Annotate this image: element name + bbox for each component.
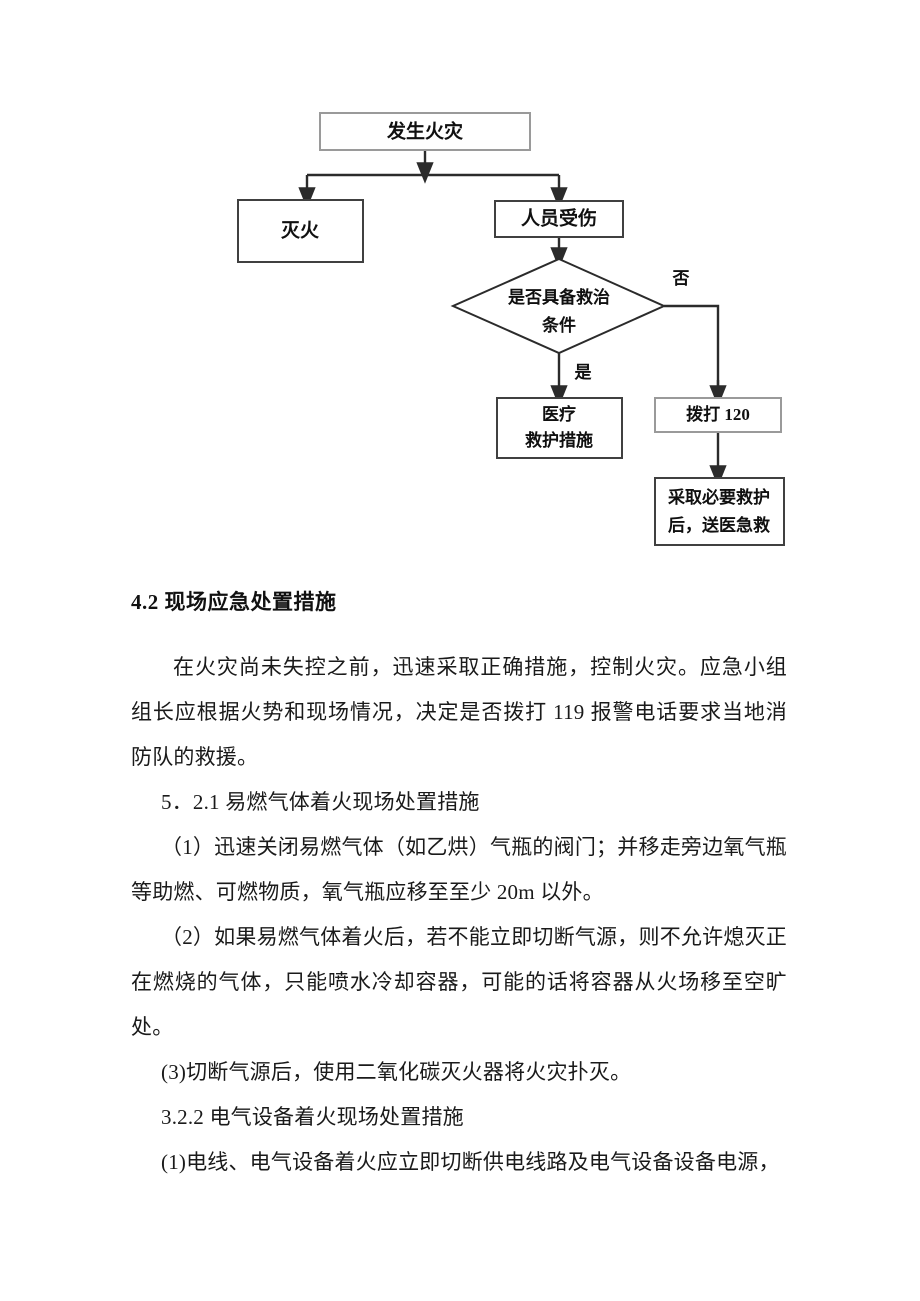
flow-node-decision-label-line2: 条件	[541, 315, 576, 335]
flow-node-transport-label-line1: 采取必要救护	[667, 487, 770, 507]
flow-node-fire-label: 发生火灾	[386, 119, 463, 142]
edge-decision-no-to-call120	[664, 304, 720, 396]
paragraph-electrical-item-1: (1)电线、电气设备着火应立即切断供电线路及电气设备设备电源，	[161, 1150, 780, 1174]
paragraph-intro: 在火灾尚未失控之前，迅速采取正确措施，控制火灾。应急小组组长应根据火势和现场情况…	[131, 655, 787, 769]
flow-node-injured-label: 人员受伤	[521, 206, 597, 229]
subsection-heading-3-2-2: 3.2.2 电气设备着火现场处置措施	[161, 1105, 464, 1129]
subsection-heading-5-2-1: 5．2.1 易燃气体着火现场处置措施	[161, 790, 480, 814]
flow-node-injured	[494, 200, 624, 238]
flow-edge-label-no: 否	[672, 269, 690, 288]
section-heading: 4.2 现场应急处置措施	[131, 590, 337, 614]
paragraph-item-3: (3)切断气源后，使用二氧化碳灭火器将火灾扑灭。	[161, 1060, 632, 1084]
flow-node-decision-label-line1: 是否具备救治	[508, 287, 610, 307]
flow-node-medical-label-line1: 医疗	[542, 404, 576, 424]
paragraph-item-1: （1）迅速关闭易燃气体（如乙烘）气瓶的阀门；并移走旁边氧气瓶等助燃、可燃物质，氧…	[131, 835, 787, 904]
flow-node-transport	[654, 477, 785, 546]
flow-node-extinguish	[237, 199, 364, 263]
flow-node-extinguish-label: 灭火	[280, 219, 320, 241]
emergency-response-flowchart: 发生火灾 灭火 人员受伤 是否具备救治 条件 否 是 医疗 救护措施 拨打 12…	[0, 0, 920, 575]
flow-node-transport-label-line2: 后，送医急救	[668, 515, 770, 535]
flow-node-call120	[654, 397, 782, 433]
flow-edge-label-yes: 是	[575, 363, 592, 382]
flow-node-medical-label-line2: 救护措施	[525, 430, 593, 450]
paragraph-item-2: （2）如果易燃气体着火后，若不能立即切断气源，则不允许熄灭正在燃烧的气体，只能喷…	[131, 925, 787, 1039]
flow-node-call120-label: 拨打 120	[686, 404, 750, 424]
flow-node-fire	[319, 112, 531, 151]
document-body: 4.2 现场应急处置措施 在火灾尚未失控之前，迅速采取正确措施，控制火灾。应急小…	[131, 580, 787, 1185]
flow-node-decision	[450, 257, 667, 355]
flow-node-medical	[496, 397, 623, 459]
